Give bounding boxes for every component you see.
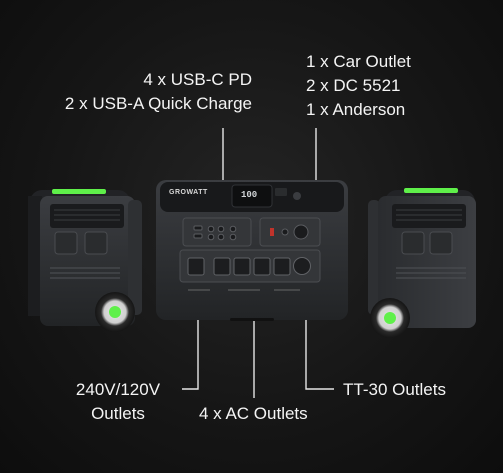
display-reading: 100 [241,190,258,200]
ac-outlets-callout: 4 x AC Outlets [199,404,308,423]
outlets-label: Outlets [91,404,145,423]
usb-ports-callout: 4 x USB-C PD 2 x USB-A Quick Charge [40,68,252,116]
right-power-led [404,188,458,193]
left-power-led [52,189,106,194]
anderson-label: 1 x Anderson [306,100,406,119]
dc5521-label: 2 x DC 5521 [306,76,401,95]
voltage-outlets-callout: 240V/120V Outlets [56,378,180,426]
voltage-label: 240V/120V [75,380,161,399]
center-power-station [156,180,348,321]
right-battery-unit [368,188,476,338]
tt30-outlets-callout: TT-30 Outlets [343,380,446,399]
usb-c-label: 4 x USB-C PD [143,70,252,89]
left-battery-unit [28,189,142,332]
usb-a-label: 2 x USB-A Quick Charge [64,94,252,113]
dc-ports-callout: 1 x Car Outlet 2 x DC 5521 1 x Anderson [306,50,411,122]
brand-logo: GROWATT [169,189,208,196]
car-outlet-label: 1 x Car Outlet [306,52,411,71]
